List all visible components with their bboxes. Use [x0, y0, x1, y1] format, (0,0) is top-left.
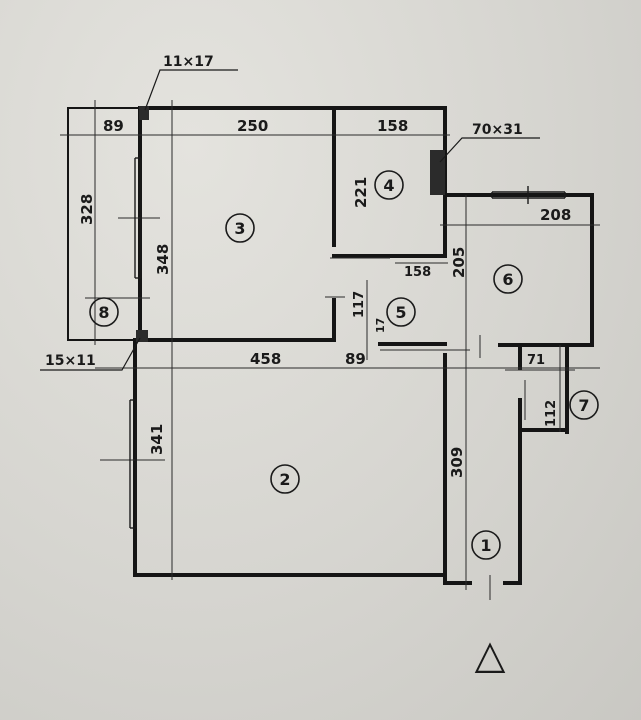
room-marker-4: 4 — [374, 170, 404, 200]
dim-250: 250 — [237, 117, 268, 135]
window-room3 — [134, 157, 142, 279]
svg-text:7: 7 — [578, 396, 589, 415]
svg-text:3: 3 — [234, 219, 245, 238]
column-15x11 — [136, 330, 148, 342]
dim-205: 205 — [450, 247, 468, 278]
svg-text:8: 8 — [98, 303, 109, 322]
dim-112: 112 — [544, 400, 559, 427]
dim-348: 348 — [154, 244, 172, 275]
room-marker-3: 3 — [225, 213, 255, 243]
room-marker-1: 1 — [471, 530, 501, 560]
svg-text:2: 2 — [279, 470, 290, 489]
windows — [129, 157, 566, 529]
callout-11x17: 11×17 — [163, 54, 214, 70]
column-70x31 — [430, 150, 445, 195]
dim-158-mid: 158 — [404, 265, 431, 280]
dim-221: 221 — [352, 177, 370, 208]
dim-89-mid: 89 — [345, 350, 366, 368]
room-marker-7: 7 — [569, 390, 599, 420]
dim-309: 309 — [448, 447, 466, 478]
dim-158-top: 158 — [377, 117, 408, 135]
leader-11x17 — [144, 69, 238, 111]
callout-15x11: 15×11 — [45, 353, 96, 369]
dim-208: 208 — [540, 206, 571, 224]
entrance-triangle-icon: △ — [475, 632, 506, 678]
window-room2 — [129, 399, 137, 529]
walls — [67, 106, 594, 585]
callouts: 11×17 70×31 15×11 — [45, 54, 523, 369]
callout-70x31: 70×31 — [472, 122, 523, 138]
room-marker-8: 8 — [89, 297, 119, 327]
dim-17: 17 — [374, 318, 387, 333]
dim-341: 341 — [148, 424, 166, 455]
dim-328: 328 — [78, 194, 96, 225]
dim-458: 458 — [250, 350, 281, 368]
room-markers: 1 2 3 4 5 6 7 8 — [89, 170, 599, 560]
window-room6 — [491, 186, 566, 204]
leader-15x11 — [40, 337, 141, 371]
dimensions: 89 250 158 328 348 221 208 205 158 117 1… — [78, 117, 571, 478]
svg-text:6: 6 — [502, 270, 513, 289]
callout-leaders — [40, 69, 540, 371]
room-marker-5: 5 — [386, 297, 416, 327]
dim-117: 117 — [352, 291, 367, 318]
guide-lines — [60, 100, 600, 600]
room-marker-2: 2 — [270, 464, 300, 494]
svg-text:1: 1 — [480, 536, 491, 555]
dim-89-top: 89 — [103, 117, 124, 135]
column-11x17 — [139, 106, 149, 120]
dim-71: 71 — [527, 353, 545, 368]
room-marker-6: 6 — [493, 264, 523, 294]
leader-70x31 — [439, 137, 540, 163]
svg-text:4: 4 — [383, 176, 394, 195]
svg-text:5: 5 — [395, 303, 406, 322]
